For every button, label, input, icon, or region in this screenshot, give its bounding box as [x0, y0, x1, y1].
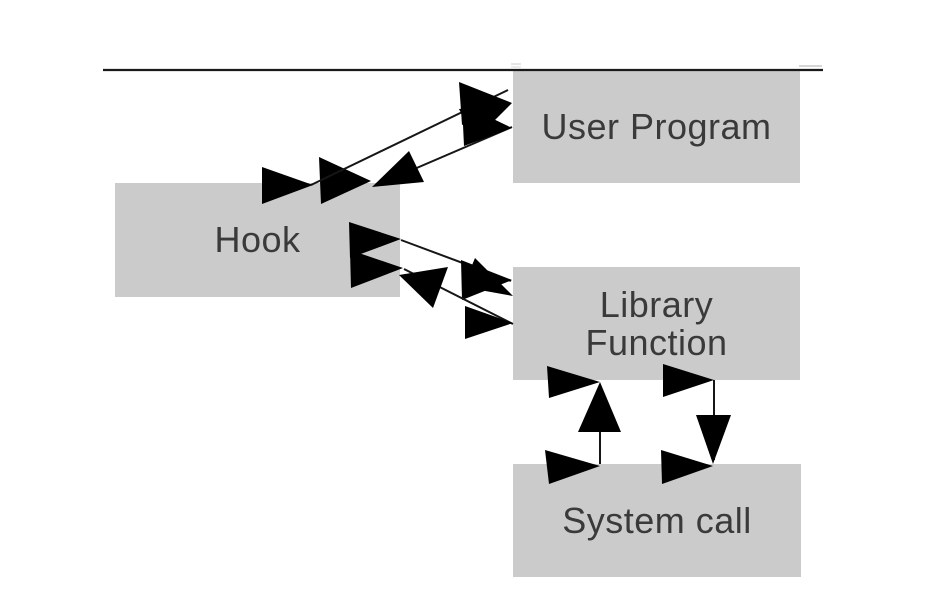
- arrowhead-down-into-system-call-icon: [696, 415, 731, 464]
- edge-start-triangle: [462, 104, 512, 146]
- edge-line: [400, 239, 512, 282]
- node-library-function-label: Library Function: [585, 283, 728, 363]
- edge-start-triangle: [465, 306, 513, 339]
- edge-end-triangle: [461, 260, 512, 300]
- node-system-call-label: System call: [562, 499, 752, 541]
- node-hook-label: Hook: [214, 219, 301, 260]
- edge-line: [376, 126, 513, 186]
- arrowhead-into-hook-return-icon: [399, 267, 448, 308]
- edge-line: [403, 268, 514, 325]
- node-user-program-label: User Program: [541, 106, 772, 147]
- arrowhead-into-user-program-icon: [459, 103, 512, 140]
- arrowhead-into-hook-icon: [372, 151, 424, 187]
- arrowhead-into-library-icon: [463, 258, 513, 296]
- edge-end-triangle: [459, 82, 512, 125]
- arrowhead-up-into-library-icon: [578, 382, 621, 432]
- edge-line: [310, 89, 509, 186]
